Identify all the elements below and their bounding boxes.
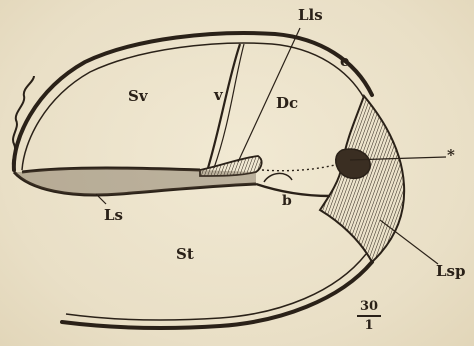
label-sv: Sv: [128, 89, 148, 104]
organ-of-corti: [264, 173, 292, 182]
outer-wall-upper-inner: [22, 43, 364, 170]
scale-bar: [357, 315, 381, 317]
reissner-membrane: [208, 44, 240, 168]
spiral-prominence: [336, 149, 370, 178]
scale-numerator: 30: [357, 300, 381, 313]
outer-wall-upper: [14, 33, 372, 170]
scale-indicator: 30 1: [357, 300, 381, 332]
label-asterisk: *: [447, 148, 455, 163]
scala-tympani-wall-inner: [66, 254, 366, 320]
spiral-ligament: [320, 96, 404, 262]
scale-denominator: 1: [357, 319, 381, 332]
label-v: v: [214, 88, 223, 103]
label-dc: Dc: [276, 96, 298, 111]
tectorial-dotted-line: [262, 162, 346, 171]
label-ls: Ls: [104, 208, 123, 223]
label-lsp: Lsp: [436, 264, 465, 279]
label-e: e: [340, 54, 350, 69]
label-b: b: [282, 194, 292, 208]
label-lls: Lls: [298, 8, 323, 23]
reissner-membrane-2: [214, 44, 244, 168]
label-st: St: [176, 247, 194, 262]
basilar-membrane: [256, 184, 330, 196]
